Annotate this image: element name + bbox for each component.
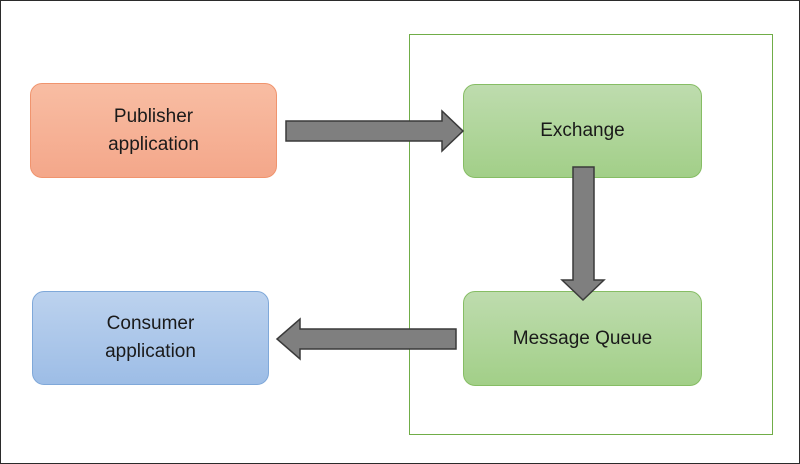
message-queue-box: Message Queue: [463, 291, 702, 386]
publisher-application-box: Publisher application: [30, 83, 277, 178]
consumer-application-box: Consumer application: [32, 291, 269, 385]
publisher-application-label: Publisher application: [108, 105, 199, 155]
message-queue-label: Message Queue: [512, 327, 653, 349]
exchange-box: Exchange: [463, 84, 702, 178]
broker-boundary: [409, 34, 773, 435]
consumer-application-label: Consumer application: [105, 313, 196, 362]
exchange-label: Exchange: [540, 120, 625, 141]
